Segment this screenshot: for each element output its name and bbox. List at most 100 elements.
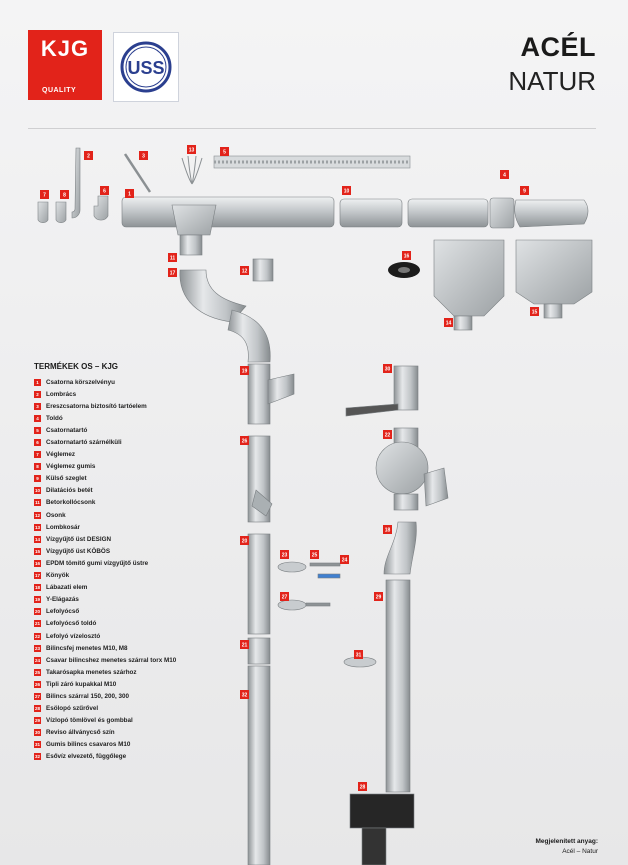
product-number-badge: 23 [34,644,41,652]
product-number-badge: 3 [34,402,41,410]
tag-2: 2 [87,154,90,160]
product-number-badge: 8 [34,463,41,471]
tag-1: 1 [128,192,131,198]
product-label: Véglemez [46,451,76,459]
clamp-parts [277,561,341,611]
product-number-badge: 16 [34,559,41,567]
product-number-badge: 4 [34,414,41,422]
product-number-badge: 32 [34,753,41,761]
product-number-badge: 18 [34,584,41,592]
uss-logo-text: USS [127,58,164,78]
tag-10: 10 [344,189,350,195]
product-label: Dilatációs betét [46,487,93,495]
material-note-label: Megjelenített anyag: [535,838,598,845]
product-number-badge: 30 [34,729,41,737]
product-label: Lombkosár [46,523,80,531]
product-list-item: 23 Bilincsfej menetes M10, M8 [34,642,176,654]
product-number-badge: 14 [34,535,41,543]
product-label: Takarósapka menetes szárhoz [46,668,137,676]
product-label: Tipli záró kupakkal M10 [46,680,117,688]
product-label: Osonk [46,511,66,519]
product-number-badge: 9 [34,475,41,483]
product-label: Könyök [46,572,70,580]
product-label: Csatornatartó szárnélküli [46,439,122,447]
tag-18: 18 [385,528,391,534]
product-number-badge: 24 [34,656,41,664]
product-label: Vízgyűjtő üst DESIGN [46,535,112,543]
hopper-cube [515,239,593,319]
kjg-logo-text: KJG [40,36,90,61]
left-downpipe [179,269,295,865]
product-list-item: 17 Könyök [34,570,176,582]
tag-11: 11 [170,256,176,262]
product-number-badge: 11 [34,499,41,507]
product-number-badge: 10 [34,487,41,495]
tag-4: 4 [503,173,506,179]
tag-26: 26 [242,439,248,445]
product-label: Bilincsfej menetes M10, M8 [46,644,128,652]
gutter-run [121,196,589,256]
product-number-badge: 19 [34,596,41,604]
uss-logo-mark: USS [120,41,172,93]
product-number-badge: 20 [34,608,41,616]
tag-9: 9 [523,189,526,195]
product-label: Külső szeglet [46,475,87,483]
tag-15: 15 [532,310,538,316]
gutter-bracket [123,153,152,193]
product-label: Esővíz elvezető, függőlege [46,753,127,761]
tag-24: 24 [342,558,348,564]
product-number-badge: 6 [34,439,41,447]
tag-6: 6 [103,189,106,195]
leaf-guard-grid [213,155,411,169]
tag-14: 14 [446,321,452,327]
product-label: Esölopó szűrővel [46,705,99,713]
product-number-badge: 26 [34,680,41,688]
leaf-basket [181,155,203,185]
product-label: Vízlopó tömlövel és gombbal [46,717,133,725]
tag-22: 22 [385,433,391,439]
product-number-badge: 5 [34,426,41,434]
tag-32: 32 [242,693,248,699]
product-label: Csavar bilincshez menetes szárral torx M… [46,656,177,664]
tag-17: 17 [170,271,176,277]
product-number-badge: 22 [34,632,41,640]
product-list-item: 24 Csavar bilincshez menetes szárral torx… [34,654,176,666]
tag-5: 5 [223,150,226,156]
product-number-badge: 29 [34,717,41,725]
product-label: Betorkollócsonk [46,499,96,507]
header-divider [28,128,596,129]
tag-12: 12 [242,269,248,275]
product-list-item: 10 Dilatációs betét [34,485,176,497]
product-number-badge: 28 [34,705,41,713]
product-list-item: 13 Lombkosár [34,521,176,533]
product-number-badge: 21 [34,620,41,628]
callout-tags: 1 2 3 4 5 6 7 8 9 10 11 12 13 14 15 16 1… [40,145,539,791]
product-list-item: 14 Vízgyűjtő üst DESIGN [34,533,176,545]
product-label: Bilincs szárral 150, 200, 300 [46,692,129,700]
product-list-item: 11 Betorkollócsonk [34,497,176,509]
uss-logo: USS [113,32,179,102]
product-number-badge: 17 [34,572,41,580]
tag-21: 21 [242,643,248,649]
product-label: Lombrács [46,390,77,398]
page-title: ACÉL [520,32,596,62]
product-label: Gumis bilincs csavaros M10 [46,741,131,749]
product-label: Ereszcsatorna biztosító tartóelem [46,402,147,410]
product-number-badge: 13 [34,523,41,531]
product-list-heading: TERMÉKEK OS – KJG [34,362,119,371]
tag-20: 20 [242,539,248,545]
material-note: Megjelenített anyag: Acél – Natur [536,837,598,857]
tag-29: 29 [376,595,382,601]
